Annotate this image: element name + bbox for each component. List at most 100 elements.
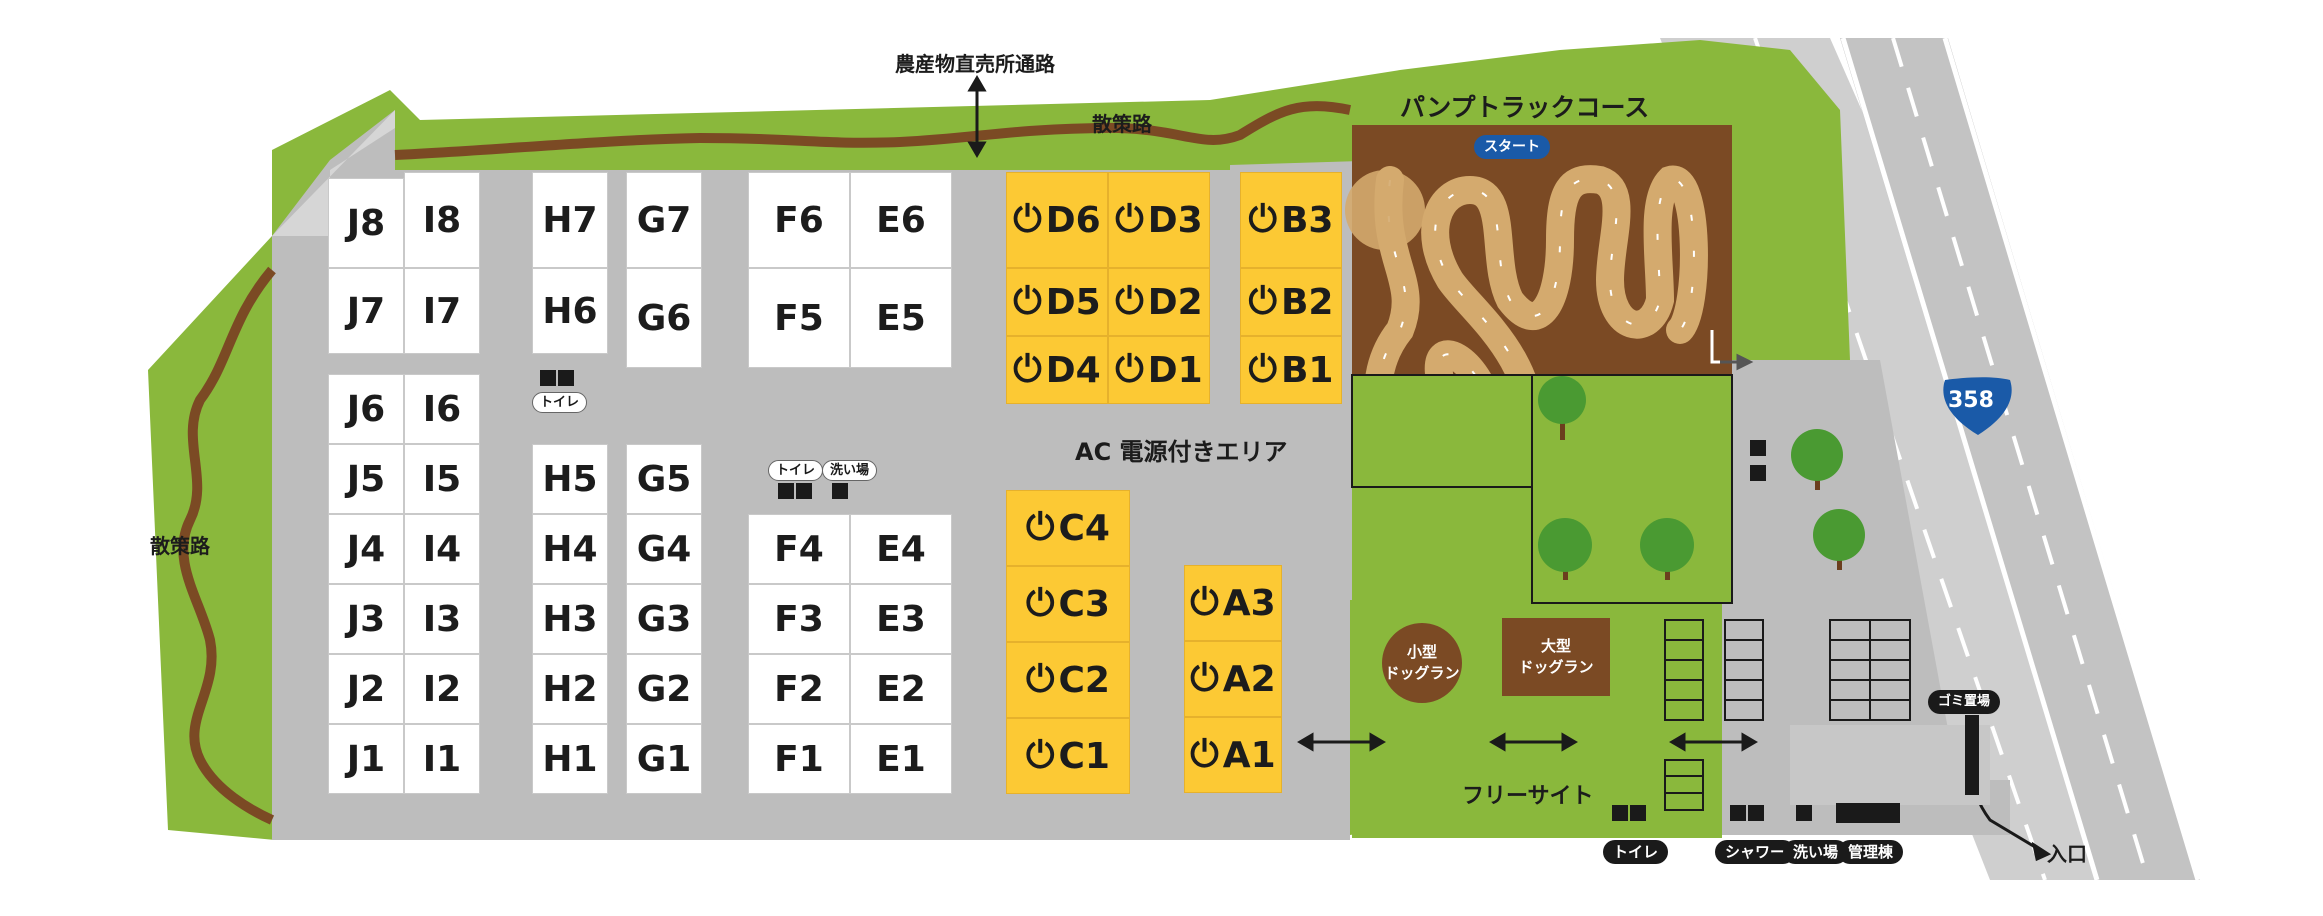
tree-icon (1538, 376, 1865, 580)
site-j2[interactable]: J2 (328, 654, 404, 724)
site-h7[interactable]: H7 (532, 172, 608, 268)
site-c1[interactable]: ⏻C1 (1006, 718, 1130, 794)
site-j6[interactable]: J6 (328, 374, 404, 444)
site-i5[interactable]: I5 (404, 444, 480, 514)
site-d6[interactable]: ⏻D6 (1006, 172, 1108, 268)
free-site-label: フリーサイト (1462, 784, 1594, 809)
site-j7[interactable]: J7 (328, 268, 404, 354)
site-g2[interactable]: G2 (626, 654, 702, 724)
entrance-label: 入口 (2047, 842, 2087, 866)
site-g4[interactable]: G4 (626, 514, 702, 584)
site-d2[interactable]: ⏻D2 (1108, 268, 1210, 336)
site-a1-label: A1 (1222, 734, 1276, 776)
start-badge: スタート (1474, 135, 1550, 159)
site-e3[interactable]: E3 (850, 584, 952, 654)
site-g6[interactable]: G6 (626, 268, 702, 368)
site-e2[interactable]: E2 (850, 654, 952, 724)
route-number: 358 (1948, 388, 1994, 413)
shower-label: シャワー (1715, 840, 1796, 864)
small-dogrun: 小型 ドッグラン (1382, 623, 1462, 703)
office-marker (1836, 803, 1900, 823)
site-c3[interactable]: ⏻C3 (1006, 566, 1130, 642)
site-i3[interactable]: I3 (404, 584, 480, 654)
site-f1[interactable]: F1 (748, 724, 850, 794)
plug-icon: ⏻ (1013, 281, 1042, 322)
site-a3[interactable]: ⏻A3 (1184, 565, 1282, 641)
large-dogrun: 大型 ドッグラン (1502, 618, 1610, 696)
site-j1[interactable]: J1 (328, 724, 404, 794)
site-h1[interactable]: H1 (532, 724, 608, 794)
plug-icon: ⏻ (1248, 199, 1277, 240)
site-e4[interactable]: E4 (850, 514, 952, 584)
plug-icon: ⏻ (1026, 659, 1055, 700)
site-d1-label: D1 (1147, 349, 1203, 391)
site-b3[interactable]: ⏻B3 (1240, 172, 1342, 268)
facility-marker (1750, 440, 1766, 456)
site-j3[interactable]: J3 (328, 584, 404, 654)
pump-track-title: パンプトラックコース (1400, 93, 1650, 122)
toilet-marker (540, 370, 556, 386)
toilet-marker (1630, 805, 1646, 821)
site-f3[interactable]: F3 (748, 584, 850, 654)
site-d5[interactable]: ⏻D5 (1006, 268, 1108, 336)
site-f6[interactable]: F6 (748, 172, 850, 268)
site-e6[interactable]: E6 (850, 172, 952, 268)
plug-icon: ⏻ (1190, 658, 1219, 699)
walk-path-left-label: 散策路 (150, 534, 210, 558)
walk-path-top-label: 散策路 (1092, 112, 1152, 136)
site-f2[interactable]: F2 (748, 654, 850, 724)
site-j4[interactable]: J4 (328, 514, 404, 584)
site-e1[interactable]: E1 (850, 724, 952, 794)
site-f5[interactable]: F5 (748, 268, 850, 368)
site-g1[interactable]: G1 (626, 724, 702, 794)
site-b2-label: B2 (1280, 281, 1334, 323)
site-h5[interactable]: H5 (532, 444, 608, 514)
toilet-marker (558, 370, 574, 386)
site-g5[interactable]: G5 (626, 444, 702, 514)
site-c4[interactable]: ⏻C4 (1006, 490, 1130, 566)
plug-icon: ⏻ (1115, 281, 1144, 322)
site-i4[interactable]: I4 (404, 514, 480, 584)
site-j5[interactable]: J5 (328, 444, 404, 514)
site-c2[interactable]: ⏻C2 (1006, 642, 1130, 718)
site-i1[interactable]: I1 (404, 724, 480, 794)
site-i6[interactable]: I6 (404, 374, 480, 444)
site-h2[interactable]: H2 (532, 654, 608, 724)
plug-icon: ⏻ (1026, 583, 1055, 624)
plug-icon: ⏻ (1013, 349, 1042, 390)
site-b2[interactable]: ⏻B2 (1240, 268, 1342, 336)
site-d3[interactable]: ⏻D3 (1108, 172, 1210, 268)
site-i2[interactable]: I2 (404, 654, 480, 724)
site-a1[interactable]: ⏻A1 (1184, 717, 1282, 793)
site-g3[interactable]: G3 (626, 584, 702, 654)
parking-stripes (1664, 619, 1911, 811)
site-b3-label: B3 (1280, 199, 1334, 241)
site-h4[interactable]: H4 (532, 514, 608, 584)
site-c1-label: C1 (1058, 735, 1110, 777)
site-d1[interactable]: ⏻D1 (1108, 336, 1210, 404)
site-d4[interactable]: ⏻D4 (1006, 336, 1108, 404)
site-d3-label: D3 (1147, 199, 1203, 241)
toilet-label: トイレ (532, 392, 588, 413)
farm-path-label: 農産物直売所通路 (895, 52, 1055, 76)
site-b1-label: B1 (1280, 349, 1334, 391)
site-b1[interactable]: ⏻B1 (1240, 336, 1342, 404)
facility-marker (1750, 465, 1766, 481)
toilet-marker (778, 483, 794, 499)
route-sign (1943, 377, 2012, 435)
site-e5[interactable]: E5 (850, 268, 952, 368)
plug-icon: ⏻ (1190, 582, 1219, 623)
plug-icon: ⏻ (1115, 349, 1144, 390)
site-a2[interactable]: ⏻A2 (1184, 641, 1282, 717)
site-i7[interactable]: I7 (404, 268, 480, 354)
site-h3[interactable]: H3 (532, 584, 608, 654)
shower-marker (1730, 805, 1746, 821)
site-d5-label: D5 (1045, 281, 1101, 323)
site-g7[interactable]: G7 (626, 172, 702, 268)
site-f4[interactable]: F4 (748, 514, 850, 584)
site-h6[interactable]: H6 (532, 268, 608, 354)
site-i8[interactable]: I8 (404, 172, 480, 268)
site-j8[interactable]: J8 (328, 178, 404, 268)
toilet-bottom-label: トイレ (1603, 840, 1669, 864)
site-a3-label: A3 (1222, 582, 1276, 624)
